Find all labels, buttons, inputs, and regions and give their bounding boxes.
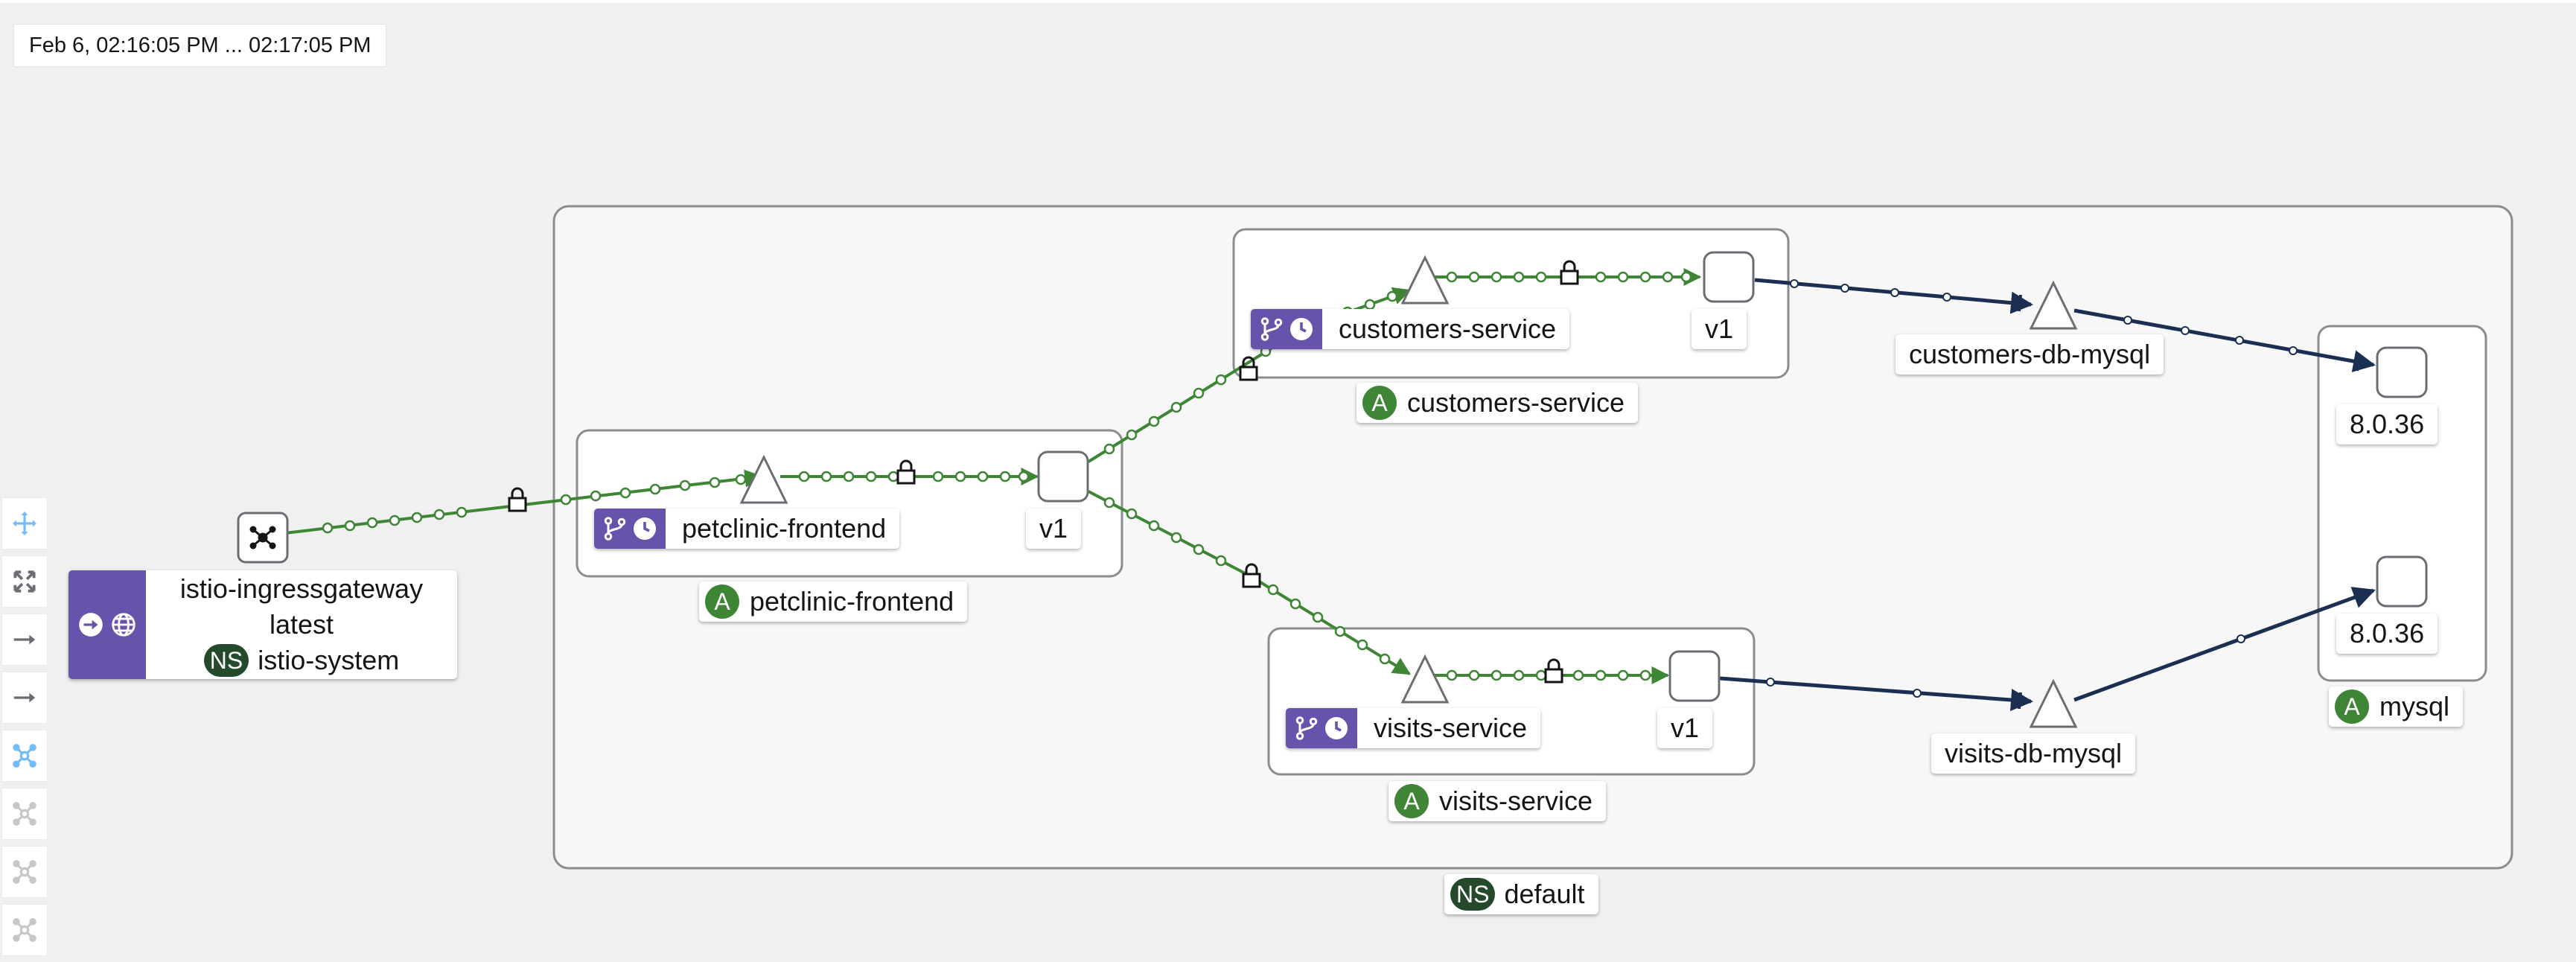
arrow-right-icon [13, 692, 36, 703]
lock-icon [896, 459, 916, 485]
gateway-name: istio-ingressgateway [179, 573, 424, 604]
virtual-service-icons [1286, 708, 1357, 748]
gateway-namespace: istio-system [258, 645, 400, 675]
tcp-markers [2018, 294, 2362, 710]
lock-icon [1560, 260, 1579, 285]
app-label-mysql[interactable]: A mysql [2329, 687, 2464, 727]
service-name: visits-service [1374, 713, 1528, 743]
virtual-service-icons [1251, 309, 1322, 349]
app-name: visits-service [1439, 786, 1593, 816]
clock-icon [634, 517, 656, 540]
app-badge: A [1394, 784, 1429, 818]
gateway-icons [68, 570, 146, 679]
app-name: mysql [2379, 691, 2450, 722]
lock-icon [1242, 563, 1261, 588]
layout-network-icon [13, 860, 36, 884]
workload-label-mysql-1[interactable]: 8.0.36 [2336, 404, 2438, 445]
layout-grid-button[interactable] [1, 846, 48, 898]
pan-zoom-button[interactable] [1, 497, 48, 550]
service-label-petclinic-frontend[interactable]: petclinic-frontend [594, 509, 900, 549]
gateway-version: latest [269, 609, 334, 640]
service-label-customers-service[interactable]: customers-service [1251, 309, 1570, 349]
namespace-name: default [1504, 879, 1585, 909]
service-node-customers-db-mysql[interactable] [2029, 280, 2078, 330]
workload-node-customers-service-v1[interactable] [1703, 251, 1755, 303]
virtual-service-icons [594, 509, 666, 549]
graph-toolbar [1, 497, 49, 962]
workload-node-mysql-1[interactable] [2376, 346, 2428, 398]
service-node-customers-service[interactable] [1400, 255, 1450, 305]
workload-node-petclinic-frontend-v1[interactable] [1037, 450, 1089, 503]
service-node-visits-service[interactable] [1400, 654, 1450, 704]
cluster-icon [249, 526, 276, 550]
app-badge: A [705, 584, 739, 619]
service-node-visits-db-mysql[interactable] [2029, 678, 2078, 728]
app-badge: A [1362, 386, 1397, 420]
layout-network-icon [13, 744, 36, 768]
pan-icon [13, 512, 36, 535]
branch-icon [604, 517, 626, 541]
globe-icon [112, 613, 136, 637]
tcp-traffic-dots [1766, 279, 2298, 698]
app-name: customers-service [1407, 387, 1625, 418]
workload-node-visits-service-v1[interactable] [1668, 650, 1721, 702]
node-istio-ingressgateway[interactable] [237, 512, 289, 564]
app-box-petclinic-frontend[interactable] [576, 429, 1123, 578]
layout-arrow-button-1[interactable] [1, 614, 48, 666]
workload-node-mysql-2[interactable] [2376, 555, 2428, 608]
version-text: v1 [1705, 313, 1734, 344]
service-label-visits-service[interactable]: visits-service [1286, 708, 1541, 748]
workload-label-mysql-2[interactable]: 8.0.36 [2336, 614, 2438, 654]
clock-icon [1290, 318, 1313, 340]
service-name: customers-db-mysql [1909, 339, 2151, 369]
branch-icon [1295, 716, 1318, 740]
service-label-visits-db-mysql[interactable]: visits-db-mysql [1931, 733, 2136, 774]
workload-label-petclinic-frontend-v1[interactable]: v1 [1026, 509, 1082, 549]
app-box-customers-service[interactable] [1232, 228, 1790, 379]
service-name: customers-service [1339, 313, 1557, 344]
layout-network-icon [13, 802, 36, 826]
service-name: petclinic-frontend [682, 513, 887, 544]
layout-cose-button[interactable] [1, 730, 48, 782]
arrow-right-circle-icon [79, 613, 103, 637]
service-name: visits-db-mysql [1945, 738, 2123, 768]
ns-badge: NS [203, 644, 249, 677]
arrow-right-icon [13, 634, 36, 645]
layout-network-icon [13, 918, 36, 942]
app-label-customers-service[interactable]: A customers-service [1356, 383, 1639, 423]
lock-icon [1544, 658, 1563, 684]
service-label-customers-db-mysql[interactable]: customers-db-mysql [1896, 334, 2164, 375]
time-range-label: Feb 6, 02:16:05 PM ... 02:17:05 PM [13, 24, 387, 67]
namespace-label-default[interactable]: NS default [1444, 874, 1598, 914]
lock-icon [1239, 356, 1258, 381]
fit-graph-button[interactable] [1, 555, 48, 608]
mtls-lock-icons [508, 260, 1579, 684]
workload-label-visits-service-v1[interactable]: v1 [1657, 708, 1713, 748]
edge-visits-db-to-mysql[interactable] [2073, 587, 2376, 702]
gateway-label-card[interactable]: istio-ingressgateway latest NS istio-sys… [68, 570, 457, 679]
version-text: v1 [1671, 713, 1700, 743]
workload-label-customers-service-v1[interactable]: v1 [1692, 309, 1747, 349]
app-label-petclinic-frontend[interactable]: A petclinic-frontend [699, 582, 968, 622]
service-node-petclinic-frontend[interactable] [739, 454, 788, 504]
clock-icon [1325, 717, 1348, 739]
version-text: 8.0.36 [2350, 409, 2425, 439]
app-label-visits-service[interactable]: A visits-service [1389, 781, 1607, 821]
version-text: 8.0.36 [2350, 618, 2425, 649]
layout-arrow-button-2[interactable] [1, 672, 48, 724]
app-name: petclinic-frontend [750, 586, 954, 617]
layout-circle-button[interactable] [1, 904, 48, 956]
branch-icon [1260, 317, 1283, 341]
fit-icon [13, 570, 36, 593]
top-border [0, 0, 2576, 3]
ns-badge: NS [1450, 878, 1496, 911]
app-badge: A [2335, 689, 2369, 724]
layout-dagre-button[interactable] [1, 788, 48, 840]
version-text: v1 [1039, 513, 1068, 544]
lock-icon [508, 487, 527, 512]
